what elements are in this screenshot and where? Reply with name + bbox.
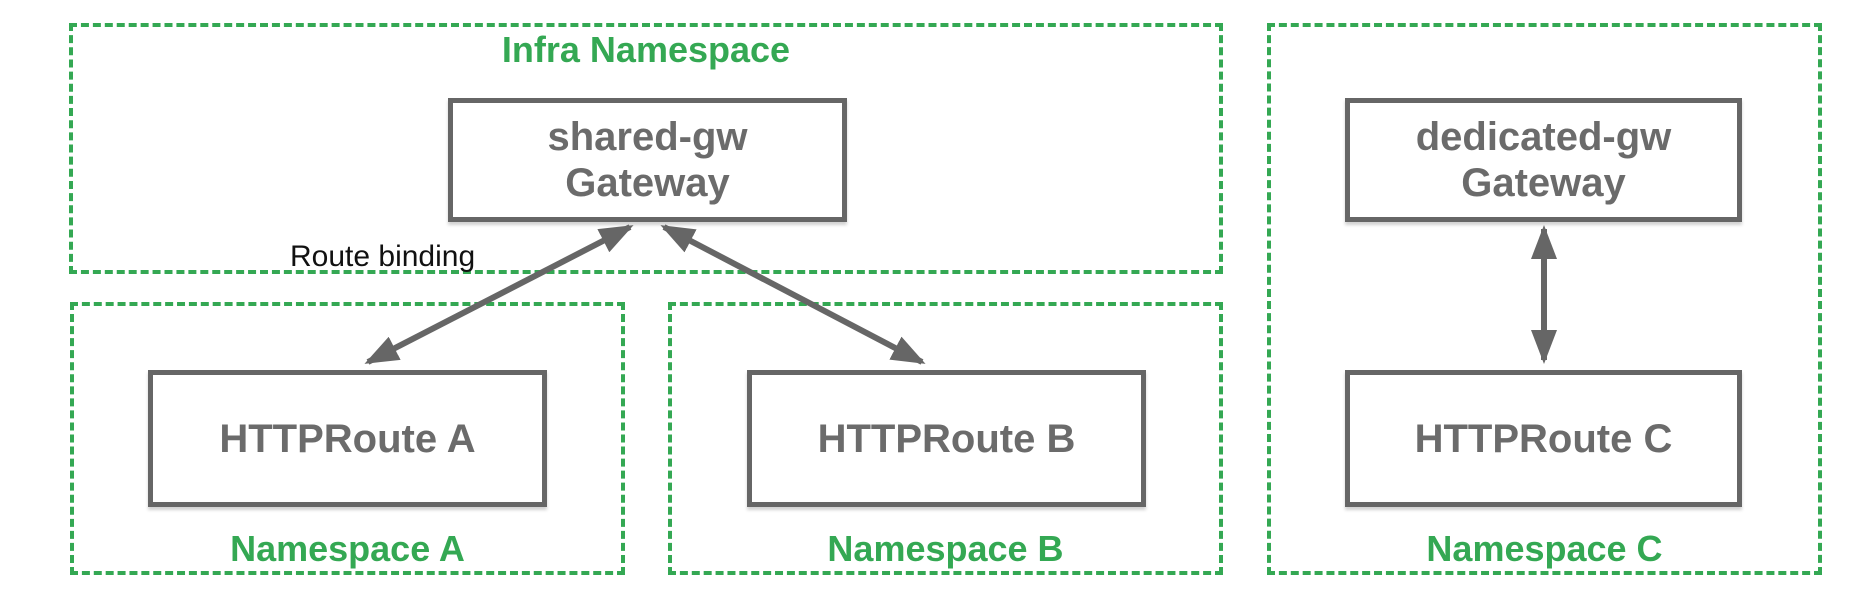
namespace-label-infra: Infra Namespace	[501, 29, 791, 70]
namespace-label-a: Namespace A	[230, 528, 465, 569]
node-httproute-a: HTTPRoute A	[148, 370, 547, 507]
node-httproute-b: HTTPRoute B	[747, 370, 1146, 507]
namespace-box-c: Namespace C	[1267, 23, 1822, 575]
node-dedicated-gw-gateway: dedicated-gw Gateway	[1345, 98, 1742, 222]
node-shared-gw-name: shared-gw	[547, 115, 748, 159]
route-binding-label: Route binding	[290, 240, 476, 273]
namespace-box-infra: Infra Namespace	[69, 23, 1223, 274]
node-shared-gw-kind: Gateway	[565, 161, 730, 205]
namespace-box-b: Namespace B	[668, 302, 1223, 575]
node-dedicated-gw-name: dedicated-gw	[1415, 115, 1672, 159]
node-httproute-a-name: HTTPRoute A	[219, 416, 476, 461]
namespace-label-c: Namespace C	[1426, 528, 1663, 569]
node-httproute-c: HTTPRoute C	[1345, 370, 1742, 507]
node-dedicated-gw-kind: Gateway	[1461, 161, 1626, 205]
node-httproute-c-name: HTTPRoute C	[1414, 416, 1673, 461]
namespace-box-a: Namespace A	[70, 302, 625, 575]
namespace-label-b: Namespace B	[827, 528, 1064, 569]
node-shared-gw-gateway: shared-gw Gateway	[448, 98, 847, 222]
node-httproute-b-name: HTTPRoute B	[817, 416, 1076, 461]
